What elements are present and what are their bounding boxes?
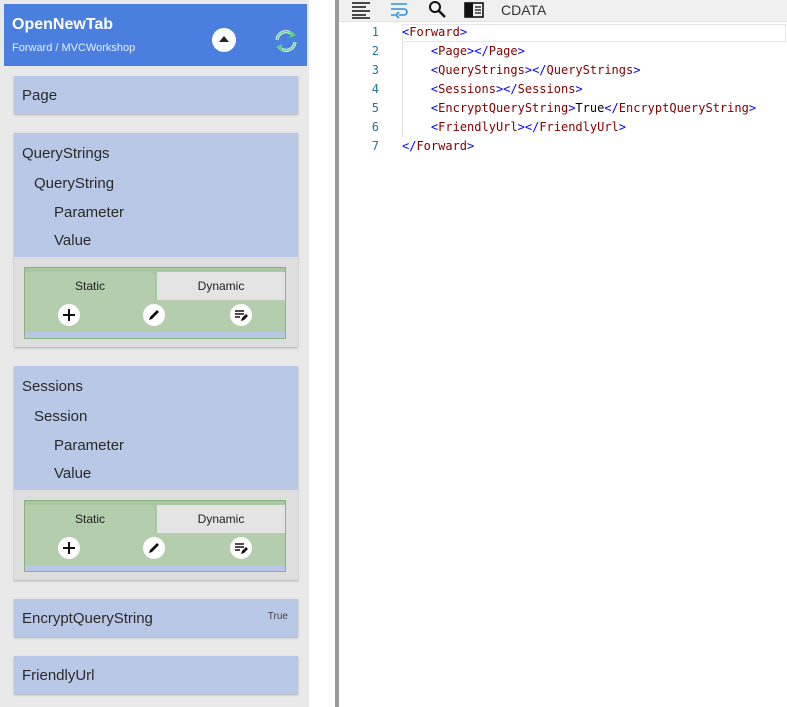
line-number: 3 [371, 63, 379, 77]
section-friendlyurl[interactable]: FriendlyUrl [14, 656, 298, 694]
current-line-highlight [402, 24, 786, 42]
line-number: 6 [371, 120, 379, 134]
word-wrap-icon[interactable] [389, 0, 411, 20]
panel-toggle-icon[interactable] [463, 0, 485, 20]
tab-dynamic[interactable]: Dynamic [157, 272, 285, 300]
value-label[interactable]: Value [54, 465, 92, 482]
tab-static[interactable]: Static [25, 272, 155, 300]
code-line[interactable]: <QueryStrings></QueryStrings> [430, 63, 641, 77]
cdata-button[interactable]: CDATA [501, 2, 547, 18]
edit-list-icon[interactable] [230, 304, 252, 326]
value-label[interactable]: Value [54, 232, 92, 249]
session-label[interactable]: Session [34, 408, 88, 425]
line-number: 7 [371, 139, 379, 153]
search-icon[interactable] [427, 0, 449, 20]
parameter-label[interactable]: Parameter [54, 204, 125, 221]
edit-icon[interactable] [143, 537, 165, 559]
add-icon[interactable] [58, 537, 80, 559]
friendlyurl-label: FriendlyUrl [22, 667, 95, 684]
line-number: 4 [371, 82, 379, 96]
section-querystrings: QueryStrings QueryString Parameter Value… [14, 133, 298, 347]
sessions-label[interactable]: Sessions [22, 378, 83, 395]
editor-toolbar: CDATA [339, 0, 787, 22]
section-sessions: Sessions Session Parameter Value Static … [14, 366, 298, 580]
tab-dynamic[interactable]: Dynamic [157, 505, 285, 533]
code-line[interactable]: <Page></Page> [430, 44, 525, 58]
code-line[interactable]: <FriendlyUrl></FriendlyUrl> [430, 120, 627, 134]
querystrings-label[interactable]: QueryStrings [22, 145, 110, 162]
section-page-label: Page [22, 87, 58, 104]
splitter[interactable] [335, 0, 339, 707]
refresh-icon[interactable] [273, 28, 299, 54]
collapse-up-button[interactable] [212, 28, 236, 52]
section-encryptquerystring[interactable]: EncryptQueryString True [14, 599, 298, 637]
format-icon[interactable] [351, 0, 373, 20]
edit-list-icon[interactable] [230, 537, 252, 559]
value-type-widget: Static Dynamic [24, 500, 286, 572]
tab-static[interactable]: Static [25, 505, 155, 533]
line-number: 2 [371, 44, 379, 58]
add-icon[interactable] [58, 304, 80, 326]
properties-panel: OpenNewTab Forward / MVCWorkshop Page Qu… [0, 0, 309, 707]
section-page[interactable]: Page [14, 76, 298, 114]
line-number: 1 [371, 25, 379, 39]
code-line[interactable]: <Sessions></Sessions> [430, 82, 583, 96]
action-title: OpenNewTab [12, 16, 114, 33]
line-number: 5 [371, 101, 379, 115]
xml-editor[interactable]: CDATA 1 2 3 4 5 6 7 <Forward> <Page></Page> <Q… [339, 0, 787, 707]
querystring-label[interactable]: QueryString [34, 175, 115, 192]
breadcrumb: Forward / MVCWorkshop [12, 42, 136, 54]
parameter-label[interactable]: Parameter [54, 437, 125, 454]
panel-gap [309, 0, 337, 707]
code-line[interactable]: <EncryptQueryString>True</EncryptQuerySt… [430, 101, 757, 115]
panel-header: OpenNewTab Forward / MVCWorkshop [4, 4, 307, 66]
value-type-widget: Static Dynamic [24, 267, 286, 339]
code-line[interactable]: <Forward> [402, 25, 468, 39]
code-line[interactable]: </Forward> [402, 139, 475, 153]
value-badge: True [267, 611, 288, 622]
indent-guide [402, 42, 403, 137]
edit-icon[interactable] [143, 304, 165, 326]
encryptquerystring-label: EncryptQueryString [22, 610, 153, 627]
